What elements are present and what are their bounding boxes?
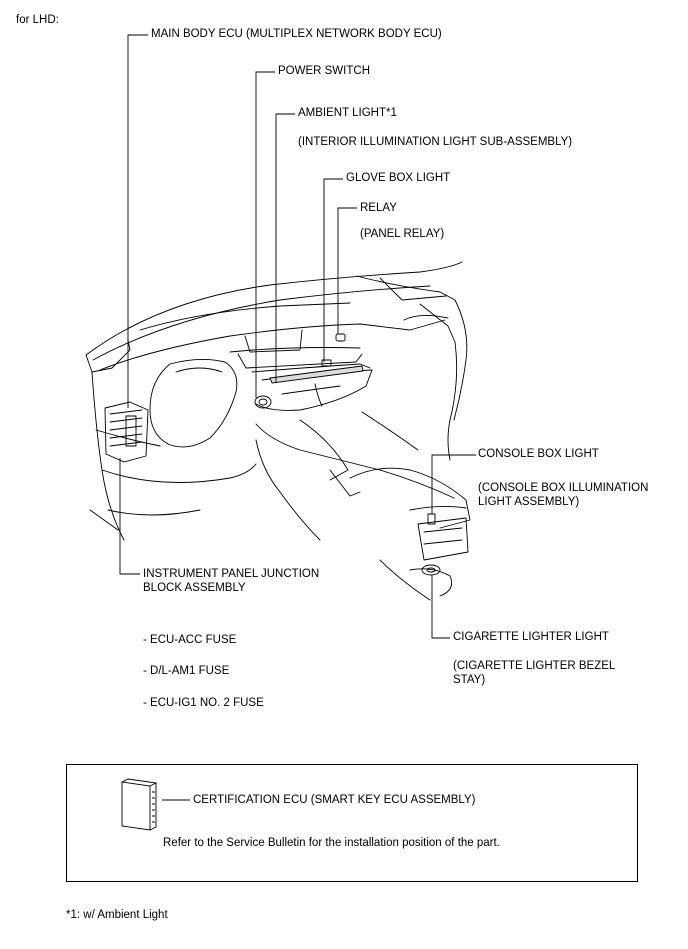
relay-label: RELAY xyxy=(360,202,397,214)
certification-ecu-label: CERTIFICATION ECU (SMART KEY ECU ASSEMBL… xyxy=(193,794,476,806)
leader-glove-box-light xyxy=(323,178,343,362)
service-bulletin-note: Refer to the Service Bulletin for the in… xyxy=(163,837,500,849)
leader-relay xyxy=(337,207,357,334)
cig-lighter-light-label: CIGARETTE LIGHTER LIGHT xyxy=(453,631,609,643)
center-stack-top xyxy=(237,353,363,369)
leader-cig-lighter-light xyxy=(431,575,450,639)
note-box xyxy=(66,764,638,882)
leader-console-box-light xyxy=(431,454,476,514)
ambient-light-label: AMBIENT LIGHT*1 xyxy=(298,107,397,119)
leader-power-switch xyxy=(255,71,275,398)
leader-junction-block xyxy=(119,458,140,575)
center-console-side xyxy=(255,423,455,499)
upper-dash-panel xyxy=(99,319,446,371)
relay-sub-label: (PANEL RELAY) xyxy=(360,228,445,240)
fuse-item: - ECU-IG1 NO. 2 FUSE xyxy=(143,697,264,709)
leader-main-body-ecu xyxy=(127,34,148,408)
windshield-base-line xyxy=(85,261,463,356)
console-box-light-sub-label: (CONSOLE BOX ILLUMINATION LIGHT ASSEMBLY… xyxy=(478,482,649,508)
ambient-light-sub-label: (INTERIOR ILLUMINATION LIGHT SUB-ASSEMBL… xyxy=(298,136,573,148)
fuse-item: - D/L-AM1 FUSE xyxy=(143,665,230,677)
main-body-ecu-label: MAIN BODY ECU (MULTIPLEX NETWORK BODY EC… xyxy=(151,28,442,40)
steering-column-hole xyxy=(149,359,238,448)
footnote: *1: w/ Ambient Light xyxy=(66,909,168,921)
relay-shape xyxy=(335,333,346,342)
power-switch-shape xyxy=(254,395,272,409)
glove-box-light-label: GLOVE BOX LIGHT xyxy=(346,172,451,184)
variant-label: for LHD: xyxy=(16,14,59,26)
junction-block-label: INSTRUMENT PANEL JUNCTION BLOCK ASSEMBLY xyxy=(143,568,320,594)
console-box-rear xyxy=(417,517,469,561)
cig-lighter-light-shape xyxy=(421,564,441,576)
console-box-lid xyxy=(349,467,471,529)
fuse-item: - ECU-ACC FUSE xyxy=(143,634,237,646)
leader-ambient-light xyxy=(275,113,295,382)
cig-lighter-light-sub-label: (CIGARETTE LIGHTER BEZEL STAY) xyxy=(453,660,615,686)
ambient-light-shape xyxy=(269,365,364,384)
glove-box-light-shape xyxy=(321,359,332,367)
certification-ecu-icon xyxy=(121,778,158,831)
power-switch-label: POWER SWITCH xyxy=(278,65,370,77)
left-dash-corner xyxy=(85,339,131,373)
console-box-light-shape xyxy=(427,513,436,525)
main-body-ecu-shape xyxy=(104,401,149,463)
console-box-light-label: CONSOLE BOX LIGHT xyxy=(478,448,599,460)
